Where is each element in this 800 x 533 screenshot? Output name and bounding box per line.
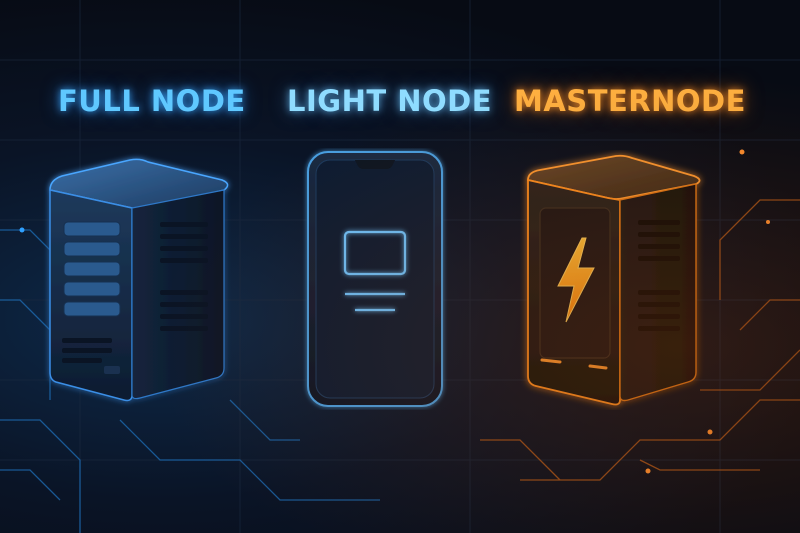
smartphone-icon bbox=[307, 151, 443, 407]
masternode-label: MASTERNODE bbox=[514, 84, 746, 118]
server-icon bbox=[49, 158, 229, 402]
lightning-server-icon bbox=[527, 154, 701, 406]
light-node-label: LIGHT NODE bbox=[287, 84, 493, 118]
full-node-label: FULL NODE bbox=[58, 84, 246, 118]
